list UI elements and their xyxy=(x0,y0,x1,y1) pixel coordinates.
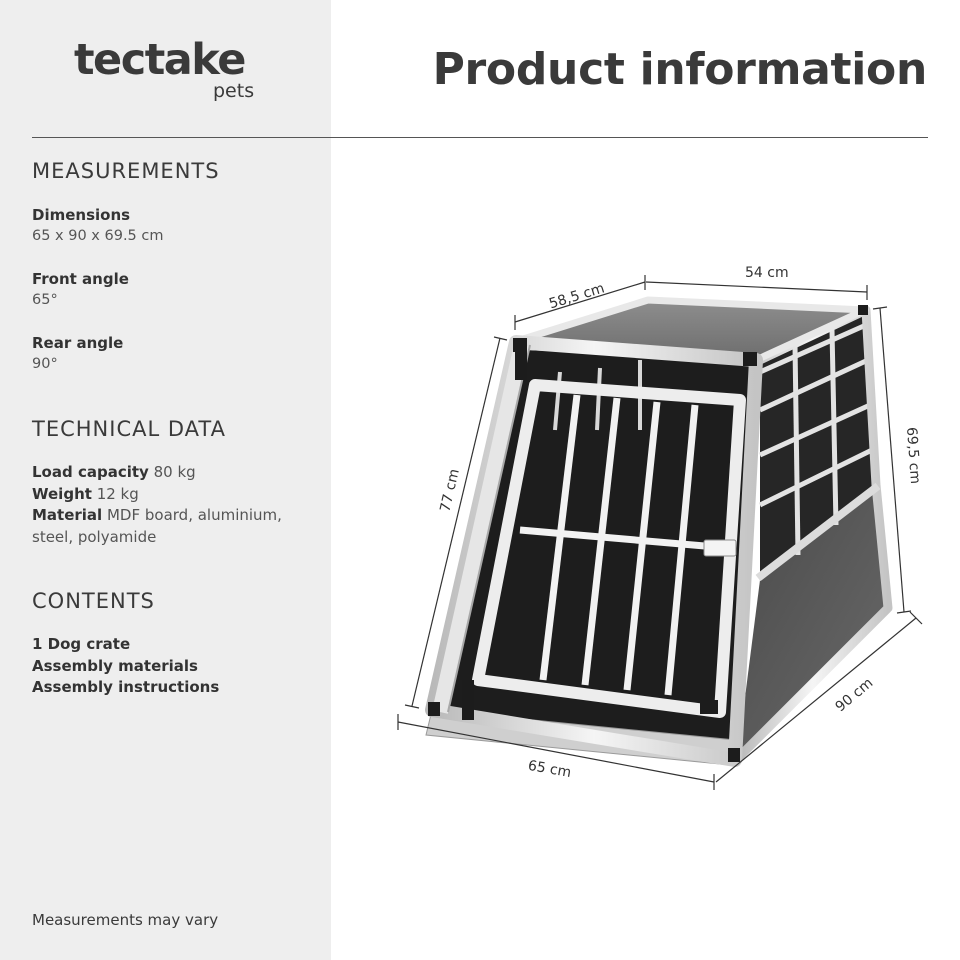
crate-side-panel xyxy=(738,485,888,752)
side-grille-bars xyxy=(758,322,874,556)
tech-weight: Weight 12 kg xyxy=(32,484,302,506)
dim-bottom-width: 65 cm xyxy=(527,758,573,781)
field-label: Dimensions xyxy=(32,206,131,224)
brand-sub: pets xyxy=(213,80,255,102)
technical-heading: TECHNICAL DATA xyxy=(32,417,226,441)
brand-name: tectake xyxy=(74,35,246,85)
tech-load-value: 80 kg xyxy=(153,463,196,481)
tech-material: Material MDF board, aluminium, steel, po… xyxy=(32,505,302,548)
tech-material-value: MDF board, aluminium, steel, polyamide xyxy=(32,506,282,546)
tech-load-label: Load capacity xyxy=(32,463,149,481)
measurements-heading: MEASUREMENTS xyxy=(32,159,220,183)
brand-logo: tectake pets xyxy=(74,35,264,102)
tech-material-label: Material xyxy=(32,506,103,524)
contents-heading: CONTENTS xyxy=(32,589,155,613)
dim-rear-height: 69,5 cm xyxy=(903,427,923,485)
field-rear-angle: Rear angle 90° xyxy=(32,333,322,375)
tech-weight-label: Weight xyxy=(32,484,92,503)
front-left-post xyxy=(432,343,530,714)
dim-top-depth: 58,5 cm xyxy=(547,280,606,312)
list-item: 1 Dog crate xyxy=(32,635,131,653)
dimension-lines xyxy=(397,275,923,790)
list-item: Assembly instructions xyxy=(32,678,220,696)
list-item: Assembly materials xyxy=(32,656,198,675)
dim-top-width: 54 cm xyxy=(745,265,789,281)
technical-list: Load capacity 80 kg Weight 12 kg Materia… xyxy=(32,462,302,548)
tech-weight-value: 12 kg xyxy=(96,484,139,503)
field-dimensions: Dimensions 65 x 90 x 69.5 cm xyxy=(32,205,322,247)
crate-side-grille xyxy=(760,312,878,580)
info-sidebar: tectake pets MEASUREMENTS Dimensions 65 … xyxy=(0,0,331,960)
tech-load: Load capacity 80 kg xyxy=(32,462,302,484)
contents-list: 1 Dog crate Assembly materials Assembly … xyxy=(32,634,312,699)
field-value: 90° xyxy=(32,356,58,372)
field-label: Front angle xyxy=(32,270,129,288)
field-value: 65 x 90 x 69.5 cm xyxy=(32,228,164,244)
footnote: Measurements may vary xyxy=(32,911,219,929)
dog-crate-illustration: 58,5 cm 54 cm 77 cm 69,5 cm 65 cm 90 cm xyxy=(397,265,923,790)
door-latch xyxy=(703,539,737,557)
page-title: Product information xyxy=(432,44,928,95)
header-divider xyxy=(32,137,928,138)
field-label: Rear angle xyxy=(32,334,124,352)
corner-caps xyxy=(428,305,868,762)
field-value: 65° xyxy=(32,292,58,308)
crate-door xyxy=(472,379,746,718)
dim-front-height: 77 cm xyxy=(437,467,462,513)
field-front-angle: Front angle 65° xyxy=(32,269,322,311)
side-frame-mid xyxy=(755,482,881,582)
door-bars xyxy=(519,394,729,696)
